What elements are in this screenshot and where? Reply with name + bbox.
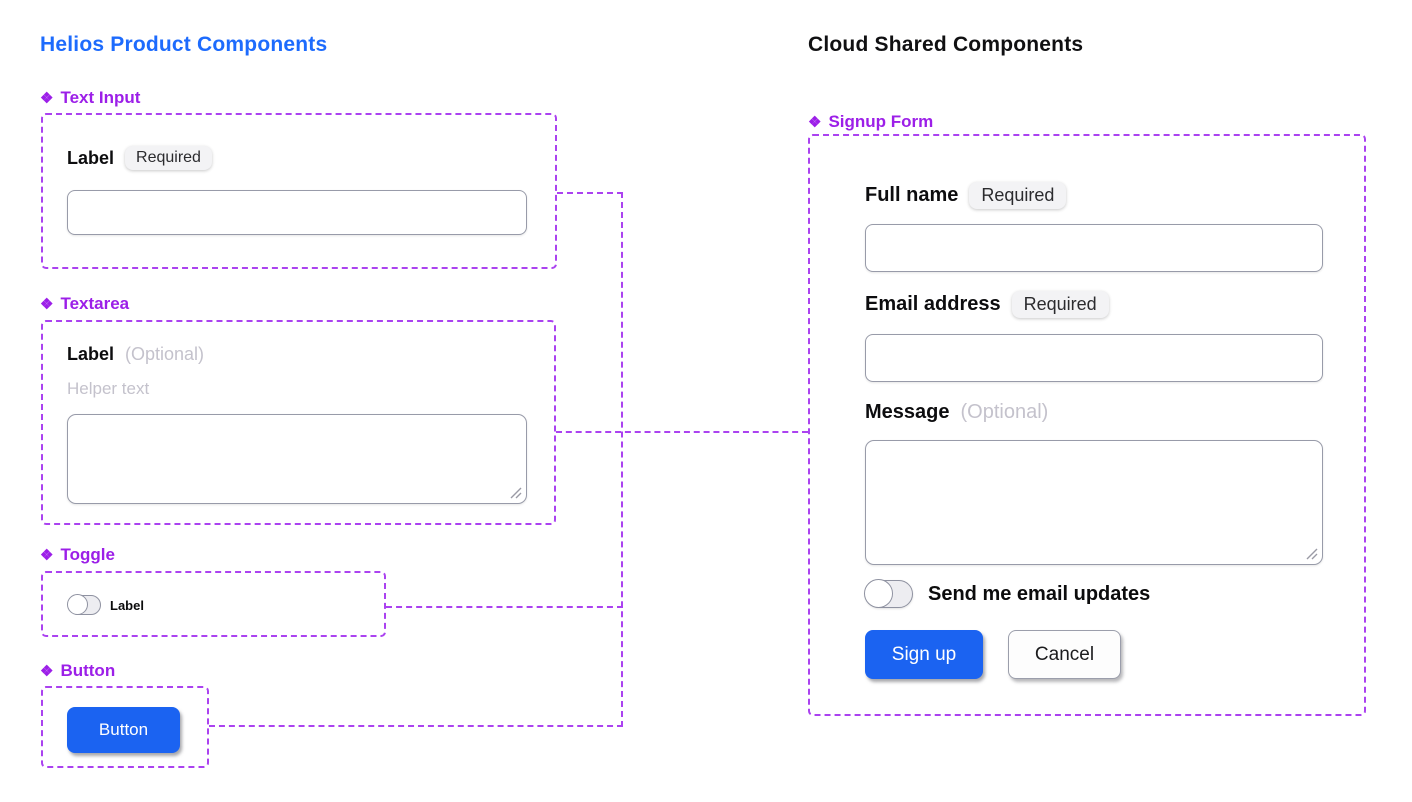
email-label-row: Email address Required: [865, 291, 1109, 318]
component-diamond-icon: ❖: [40, 295, 54, 313]
message-label-row: Message (Optional): [865, 401, 1048, 424]
cancel-button[interactable]: Cancel: [1008, 630, 1121, 679]
toggle-frame: Label: [41, 571, 386, 637]
connector-textarea-to-form: [556, 431, 808, 433]
connector-trunk: [621, 192, 623, 727]
sign-up-button[interactable]: Sign up: [865, 630, 983, 679]
connector-button: [209, 725, 623, 727]
toggle-knob[interactable]: [864, 579, 893, 608]
textarea-field[interactable]: [67, 414, 527, 504]
component-diamond-icon: ❖: [40, 546, 54, 564]
component-diamond-icon: ❖: [40, 89, 54, 107]
field-label: Label: [67, 147, 115, 168]
connector-text-input: [557, 192, 623, 194]
component-label-button: ❖ Button: [40, 661, 115, 681]
full-name-label: Full name: [865, 184, 959, 206]
full-name-label-row: Full name Required: [865, 182, 1067, 209]
component-label-toggle: ❖ Toggle: [40, 545, 115, 565]
message-textarea[interactable]: [865, 440, 1323, 565]
toggle-switch[interactable]: [67, 594, 101, 615]
component-label-signup-form: ❖ Signup Form: [808, 112, 933, 132]
textarea-frame: Label (Optional) Helper text: [41, 320, 556, 525]
email-updates-toggle-row: Send me email updates: [864, 579, 1151, 608]
required-badge: Required: [125, 146, 212, 170]
required-badge: Required: [969, 182, 1067, 209]
connector-toggle: [386, 606, 623, 608]
component-label-textarea: ❖ Textarea: [40, 294, 129, 314]
optional-hint: (Optional): [125, 344, 205, 364]
component-diamond-icon: ❖: [40, 662, 54, 680]
email-label: Email address: [865, 293, 1001, 315]
component-name: Textarea: [60, 294, 130, 313]
textarea-wrap: [67, 414, 527, 504]
component-name: Signup Form: [828, 112, 934, 131]
component-diamond-icon: ❖: [808, 113, 822, 131]
component-name: Toggle: [60, 545, 115, 564]
text-input-label-row: Label Required: [67, 146, 212, 170]
message-textarea-wrap: [865, 440, 1323, 565]
component-label-text-input: ❖ Text Input: [40, 88, 140, 108]
toggle-knob[interactable]: [67, 594, 88, 615]
email-input[interactable]: [865, 334, 1323, 382]
text-input-field[interactable]: [67, 190, 527, 235]
message-label: Message: [865, 401, 950, 423]
left-panel-title: Helios Product Components: [40, 33, 328, 56]
field-label: Label: [67, 344, 115, 364]
component-name: Text Input: [60, 88, 141, 107]
component-name: Button: [60, 661, 116, 680]
optional-hint: (Optional): [960, 401, 1049, 423]
toggle-label: Label: [110, 597, 144, 613]
textarea-label-row: Label (Optional): [67, 344, 204, 365]
right-panel-title: Cloud Shared Components: [808, 33, 1084, 56]
helper-text: Helper text: [67, 379, 150, 398]
email-updates-label: Send me email updates: [928, 582, 1151, 605]
email-updates-toggle[interactable]: [864, 579, 913, 608]
full-name-input[interactable]: [865, 224, 1323, 272]
required-badge: Required: [1011, 291, 1109, 318]
sample-button[interactable]: Button: [67, 707, 180, 753]
text-input-frame: Label Required: [41, 113, 557, 269]
toggle-row: Label: [67, 594, 144, 615]
button-frame: Button: [41, 686, 209, 768]
signup-form-frame: Full name Required Email address Require…: [808, 134, 1366, 716]
